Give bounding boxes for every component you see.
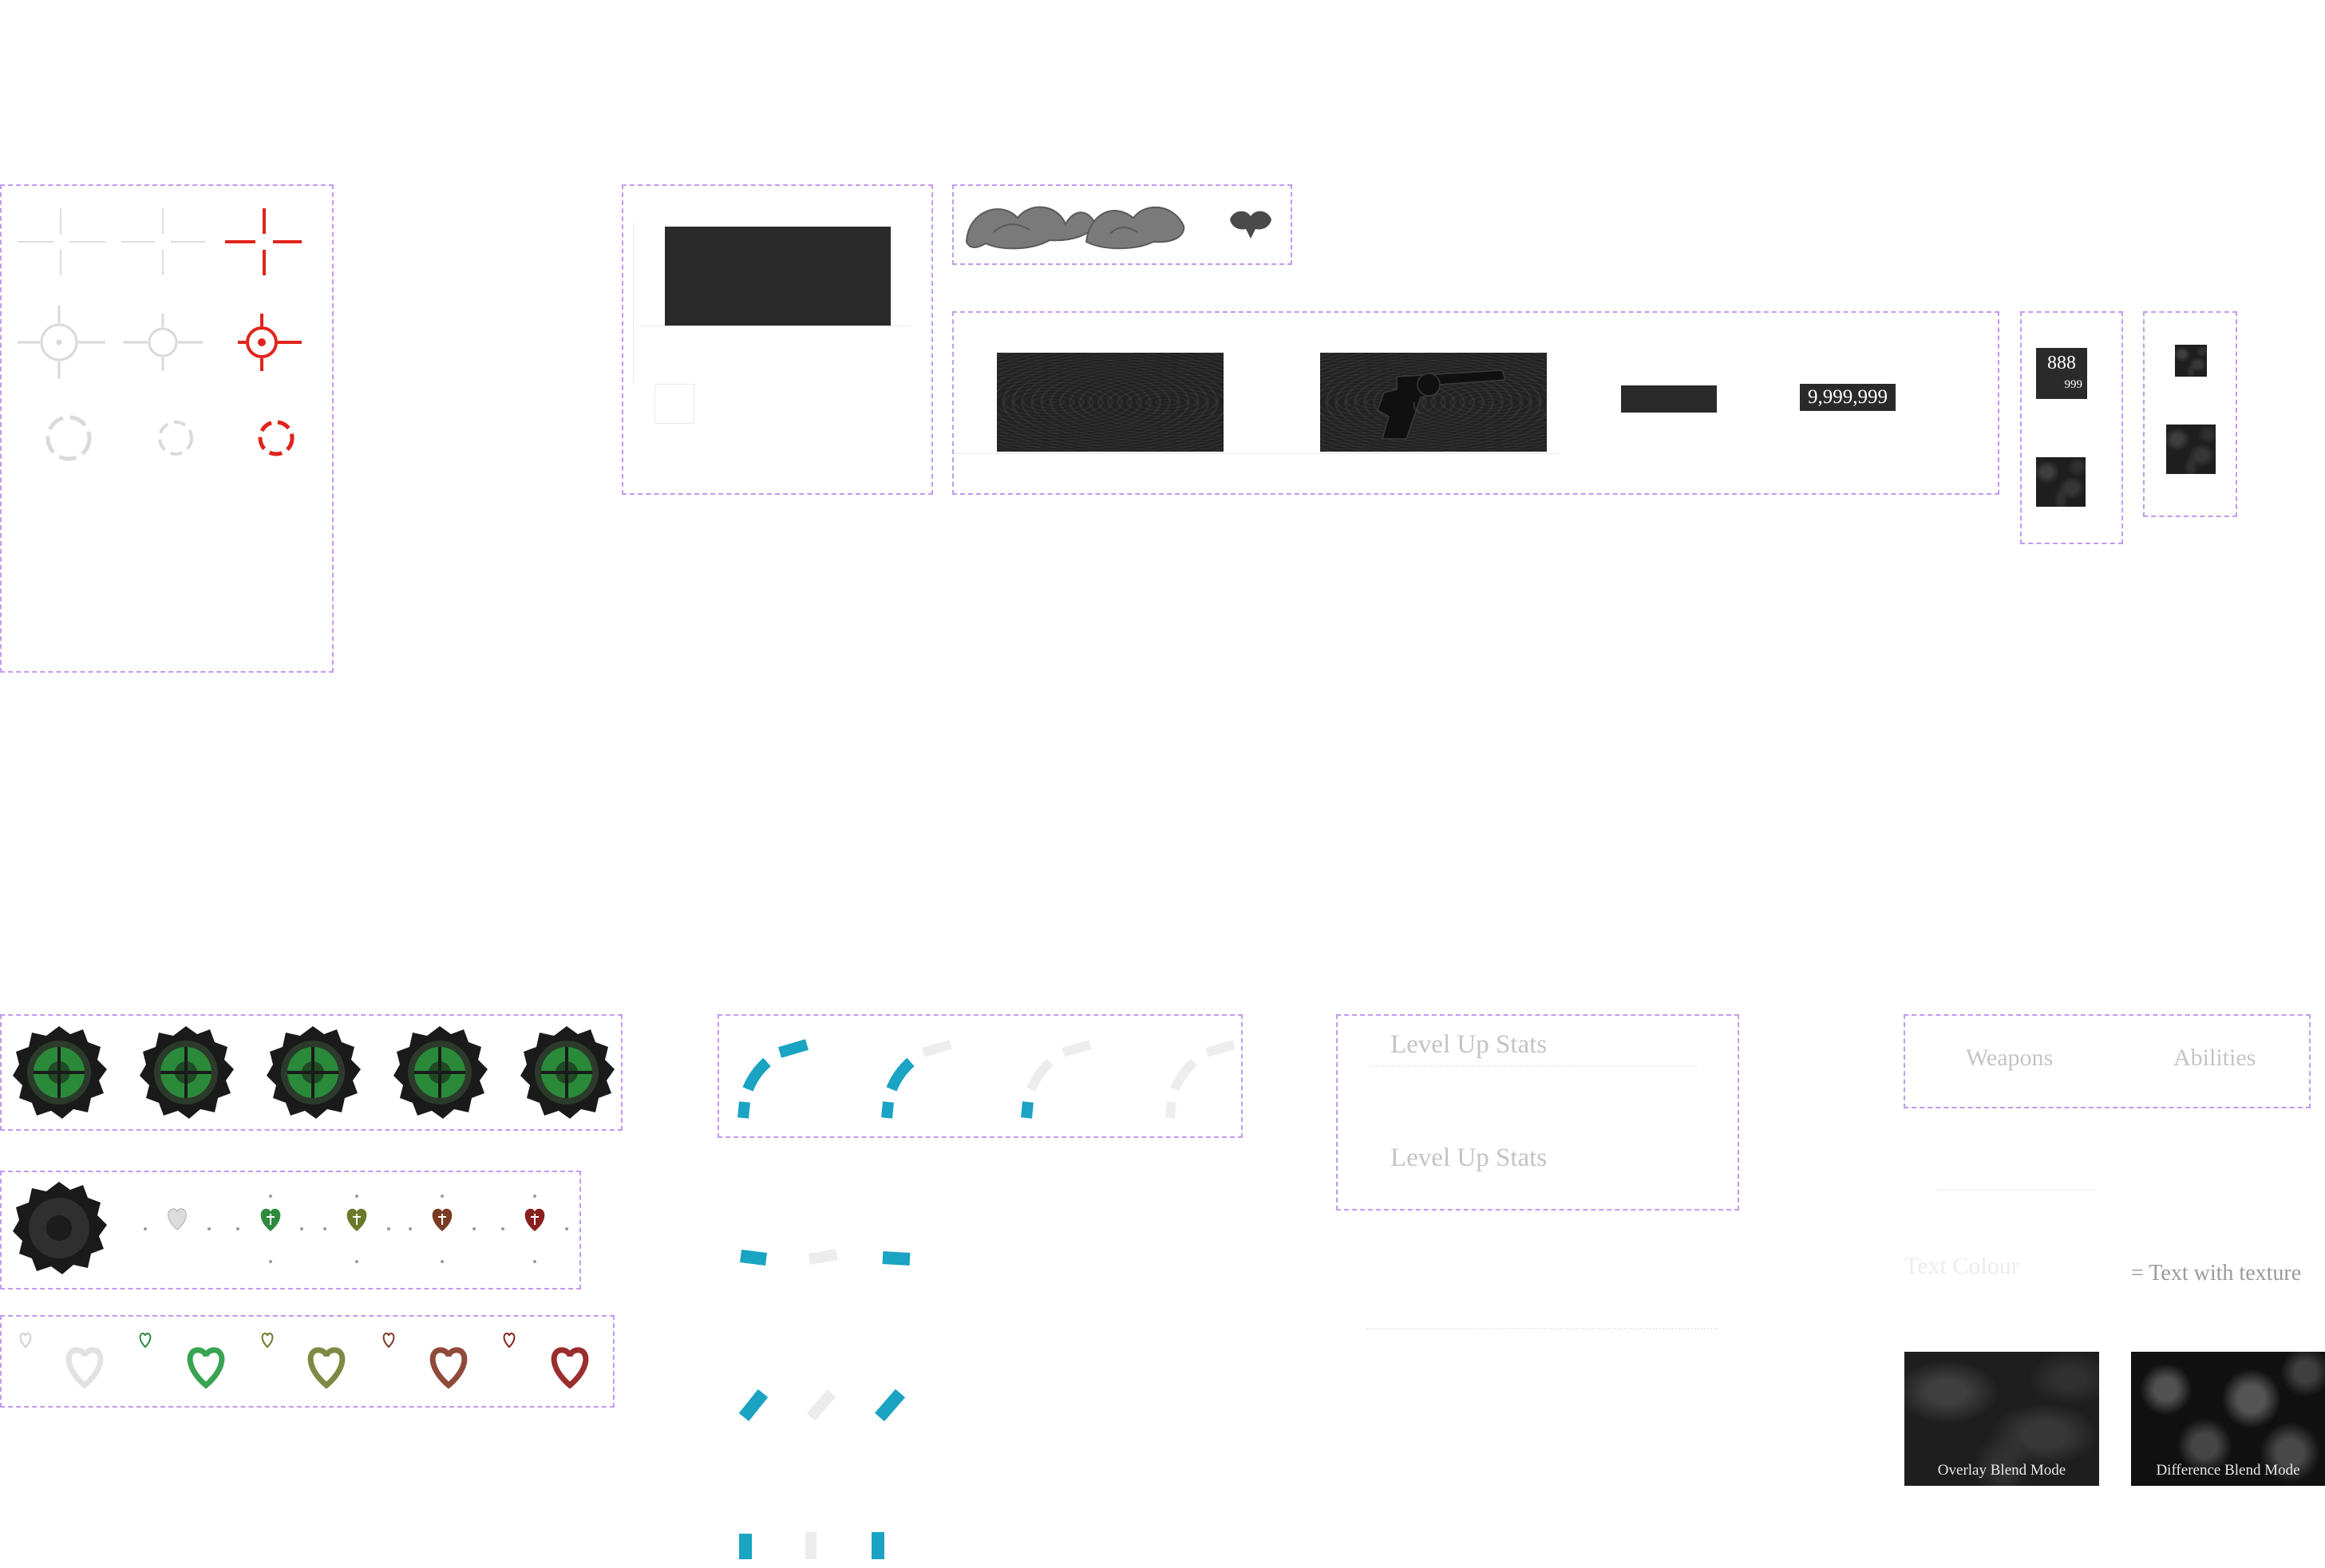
- badges-row: [11, 1025, 616, 1120]
- level-up-title-alt: Level Up Stats: [1390, 1143, 1548, 1172]
- level-up-frame: Level Up Stats Level Up Stats: [1336, 1014, 1739, 1211]
- slots-frame: [2143, 311, 2237, 517]
- stamina-piece-horizontal-icon: [882, 1251, 911, 1266]
- stamina-pieces: [738, 1249, 911, 1559]
- wheel-emblem-icon: [519, 1025, 616, 1120]
- wheel-emblem-icon: [138, 1025, 235, 1120]
- difference-blend-label: Difference Blend Mode: [2156, 1462, 2300, 1479]
- heart-icon: [432, 1208, 453, 1231]
- text-with-texture-label: = Text with texture: [2131, 1261, 2302, 1286]
- dashed-ring-crosshair-icon: [45, 415, 92, 461]
- ammo-counter: 888 999: [2036, 348, 2087, 399]
- ammo-current: 888: [2047, 353, 2076, 373]
- stamina-arc-full-icon: [737, 1039, 809, 1119]
- heart-outline-small-icon: [139, 1332, 152, 1349]
- plus-crosshair-icon: [18, 208, 105, 275]
- heart-outlines-frame: [0, 1315, 615, 1408]
- wheel-emblem-large-icon: [13, 1182, 107, 1274]
- ornate-banner: [997, 353, 1224, 452]
- stamina-arc-empty-icon: [1165, 1040, 1236, 1119]
- heart-outline-icon: [65, 1347, 104, 1389]
- badges-frame: [0, 1014, 623, 1131]
- stamina-piece-horizontal-icon: [740, 1250, 767, 1266]
- heart-icon: [260, 1208, 281, 1231]
- small-ornament-icon: [1230, 211, 1271, 239]
- level-up-title: Level Up Stats: [1390, 1030, 1548, 1059]
- medium-slot: [2166, 425, 2216, 474]
- dashed-ring-crosshair-active-icon: [258, 420, 295, 456]
- heart-icon: [346, 1208, 367, 1231]
- plus-crosshair-active-icon: [225, 208, 302, 275]
- tab-abilities[interactable]: Abilities: [2173, 1045, 2256, 1071]
- wheel-emblem-icon: [11, 1025, 109, 1120]
- wheel-emblem-icon: [265, 1025, 362, 1120]
- difference-blend-sample: Difference Blend Mode: [2131, 1352, 2325, 1486]
- text-colour-label: Text Colour: [1904, 1253, 2019, 1279]
- crosshair-sheet: [18, 208, 302, 461]
- heart-icon: [168, 1208, 187, 1230]
- heart-outline-icon: [187, 1347, 225, 1389]
- stamina-arcs: [737, 1039, 1236, 1119]
- money-counter: 9,999,999: [1800, 384, 1896, 411]
- stamina-arc-low-icon: [1021, 1040, 1092, 1119]
- ammo-frame: 888 999: [2020, 311, 2123, 544]
- wheel-emblem-icon: [392, 1025, 489, 1120]
- empty-slot: [654, 384, 694, 424]
- heart-outline-icon: [429, 1347, 468, 1389]
- weapon-banner: [1320, 353, 1547, 452]
- scroll-ornament-icon: [965, 206, 1271, 250]
- heart-icon: [524, 1208, 545, 1231]
- stamina-arc-partial-icon: [881, 1040, 952, 1119]
- money-value: 9,999,999: [1808, 386, 1888, 408]
- dashed-ring-crosshair-icon: [158, 421, 193, 456]
- stamina-arcs-frame: [718, 1014, 1243, 1138]
- health-icons-frame: [0, 1171, 581, 1290]
- heart-outline-small-icon: [503, 1332, 516, 1349]
- heart-outlines-row: [19, 1332, 589, 1389]
- health-icons-row: [13, 1182, 568, 1274]
- small-bar-panel: [1621, 385, 1717, 413]
- plus-crosshair-icon: [121, 208, 205, 275]
- crosshair-frame: [0, 184, 334, 673]
- ammo-slot: [2036, 457, 2086, 507]
- dark-panel-frame: [622, 184, 933, 495]
- ammo-reserve: 999: [2064, 378, 2083, 391]
- overlay-blend-label: Overlay Blend Mode: [1937, 1462, 2066, 1479]
- circle-crosshair-active-icon: [238, 314, 302, 371]
- small-slot: [2175, 345, 2207, 377]
- hud-items-frame: 9,999,999: [952, 311, 1999, 495]
- tab-weapons[interactable]: Weapons: [1966, 1045, 2054, 1071]
- tabs-frame: Weapons Abilities: [1904, 1014, 2311, 1108]
- ornament-frame: [952, 184, 1292, 265]
- revolver-icon: [1377, 369, 1507, 440]
- circle-crosshair-icon: [18, 306, 105, 379]
- heart-outline-small-icon: [19, 1332, 32, 1349]
- stamina-piece-horizontal-empty-icon: [808, 1249, 838, 1265]
- heart-outline-small-icon: [261, 1332, 274, 1349]
- heart-outline-icon: [551, 1347, 589, 1389]
- dark-panel: [665, 227, 891, 326]
- circle-crosshair-icon: [123, 314, 203, 371]
- stamina-piece-diagonal-icon: [738, 1389, 769, 1421]
- stamina-piece-diagonal-empty-icon: [806, 1389, 836, 1421]
- stamina-piece-diagonal-icon: [874, 1388, 906, 1422]
- overlay-blend-sample: Overlay Blend Mode: [1904, 1352, 2099, 1486]
- heart-outline-icon: [307, 1347, 346, 1389]
- heart-outline-small-icon: [382, 1332, 395, 1349]
